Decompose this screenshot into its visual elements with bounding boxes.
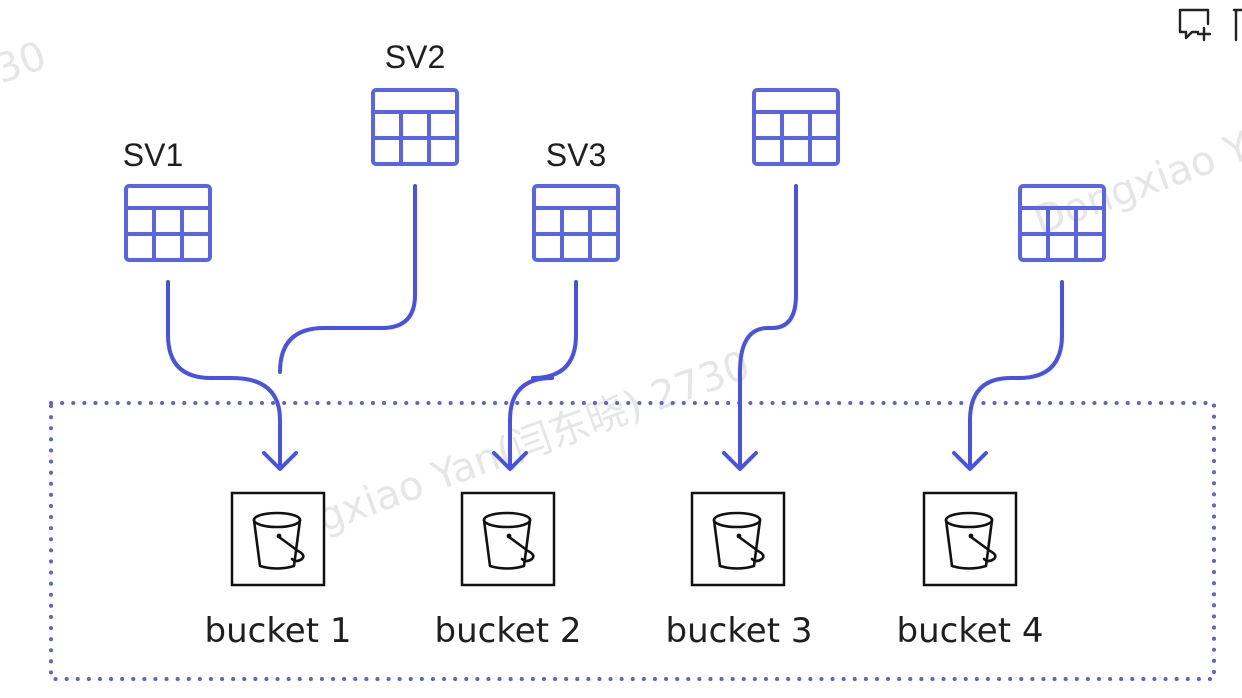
- table-grid-icon: [532, 184, 620, 262]
- add-comment-icon: [1178, 8, 1210, 40]
- add-comment-button[interactable]: [1178, 8, 1212, 42]
- table-label-sv2: SV2: [385, 39, 445, 75]
- arrowhead-bucket-1: [262, 451, 298, 471]
- bucket-frame: [230, 491, 326, 587]
- table-icon-sv3: [532, 184, 620, 262]
- connector-sv3-bucket-2: [508, 280, 578, 469]
- table-grid-icon: [1018, 184, 1106, 262]
- bucket-label-2: bucket 2: [435, 611, 582, 651]
- table-icon-sv2: [371, 88, 459, 166]
- bucket-icon: [482, 511, 535, 570]
- bucket-icon: [712, 511, 765, 570]
- table-icon-sv1: [124, 184, 212, 262]
- bucket-icon: [252, 511, 305, 570]
- watermark-text-3: Dongxiao Y: [1028, 123, 1242, 244]
- table-icon-5: [1018, 184, 1106, 262]
- bucket-group-boundary: [49, 401, 1216, 681]
- connector-layer: [166, 184, 1064, 471]
- bucket-frame: [690, 491, 786, 587]
- table-grid-icon: [371, 88, 459, 166]
- connector-sv2-bucket-1: [278, 184, 417, 374]
- arrowhead-bucket-3: [722, 451, 758, 471]
- bucket-label-3: bucket 3: [666, 611, 813, 651]
- table-grid-icon: [124, 184, 212, 262]
- toolbar-overflow-button[interactable]: [1232, 8, 1242, 42]
- arrowhead-bucket-2: [492, 451, 528, 471]
- connector-sv1-bucket-1: [166, 280, 282, 469]
- bucket-frame: [460, 491, 556, 587]
- table-label-sv3: SV3: [546, 137, 606, 173]
- bucket-icon-3: [690, 491, 786, 587]
- toolbar-overflow-icon: [1232, 8, 1242, 42]
- bucket-label-4: bucket 4: [897, 611, 1044, 651]
- table-label-sv1: SV1: [123, 137, 183, 173]
- table-grid-icon: [752, 88, 840, 166]
- connector-table5-bucket-4: [968, 280, 1064, 469]
- bucket-icon-4: [922, 491, 1018, 587]
- watermark-text-1: 30: [0, 33, 52, 94]
- watermark-layer: 30 Dongxiao Yan(闫东晓) 2730 Dongxiao Y: [0, 33, 1242, 570]
- bucket-icon-2: [460, 491, 556, 587]
- arrowhead-bucket-4: [952, 451, 988, 471]
- bucket-icon: [944, 511, 997, 570]
- table-icon-4: [752, 88, 840, 166]
- bucket-label-1: bucket 1: [205, 611, 352, 651]
- bucket-frame: [922, 491, 1018, 587]
- connector-table4-bucket-3: [738, 184, 798, 469]
- bucket-icon-1: [230, 491, 326, 587]
